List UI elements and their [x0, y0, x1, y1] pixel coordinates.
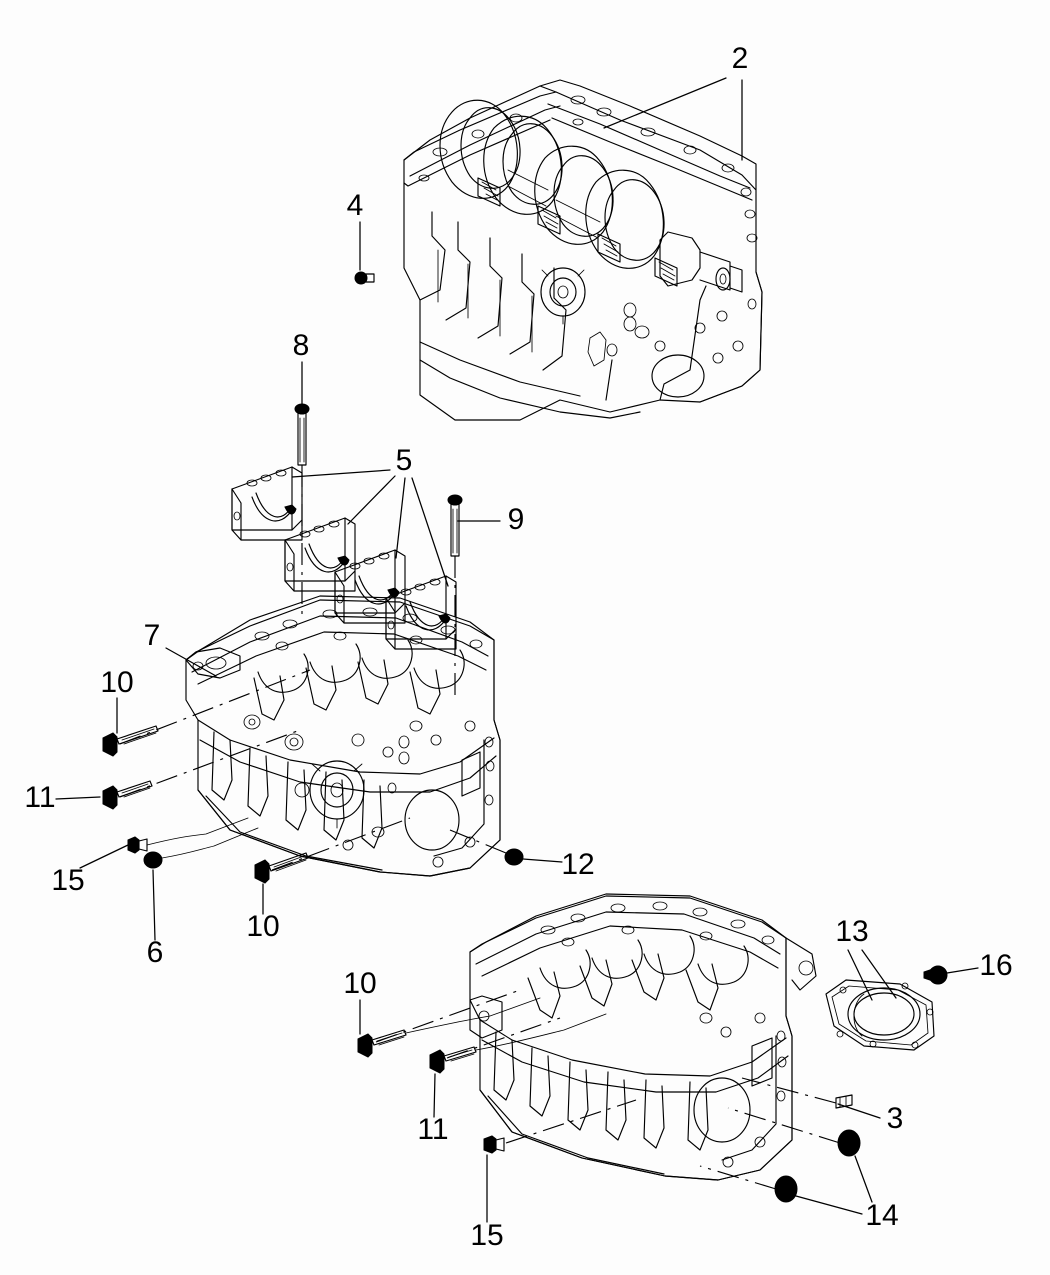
callout-7: 7	[144, 619, 161, 652]
part-12-plug	[504, 848, 524, 866]
callout-5: 5	[396, 444, 413, 477]
crankshaft	[439, 99, 743, 293]
callout-15-b: 15	[470, 1219, 503, 1252]
callout-15-a: 15	[51, 864, 84, 897]
part-3-dowel-pin	[835, 1094, 853, 1109]
part-15-core-plug-left	[127, 836, 148, 854]
callout-6: 6	[147, 936, 164, 969]
callout-10-c: 10	[343, 967, 376, 1000]
callout-labels: 2 4 8 5 9 7 10 11 15 6 10 12 10 11 15 13…	[24, 42, 1012, 1252]
assembly-axis-4	[449, 829, 507, 854]
callout-11-b: 11	[417, 1113, 448, 1146]
callout-10-b: 10	[246, 910, 279, 943]
callout-13: 13	[835, 915, 868, 948]
part-15-core-plug-bottom	[483, 1135, 505, 1154]
assembly-axis-1	[119, 669, 311, 745]
bearing-cap	[231, 466, 303, 541]
part-10-hex-flange-bolt-lower-middle	[254, 852, 309, 884]
assembly-axis-6	[446, 1017, 561, 1059]
callout-9: 9	[508, 503, 525, 536]
part-9-main-bearing-cap-bolt	[447, 494, 463, 557]
assembly-axis-10	[699, 1165, 777, 1190]
installed-bearing-caps	[477, 177, 678, 287]
callout-4: 4	[347, 189, 364, 222]
callout-2: 2	[732, 42, 749, 75]
part-8-main-bearing-cap-bolt	[294, 403, 310, 466]
assembly-axis-5	[375, 989, 521, 1043]
part-14-expansion-plug-upper	[837, 1129, 861, 1157]
callout-leaders	[55, 77, 979, 1223]
part-6-stud	[143, 851, 163, 869]
part-13-rear-seal-retainer-gasket	[825, 979, 935, 1051]
part-11-hex-flange-bolt-bottom	[429, 1046, 477, 1074]
callout-8: 8	[293, 329, 310, 362]
part-2-cylinder-block-with-crankshaft	[403, 79, 763, 421]
bearing-cap	[385, 575, 457, 650]
assembly-axis-2	[119, 729, 301, 798]
bearing-cap	[334, 549, 406, 624]
callout-12: 12	[561, 848, 594, 881]
callout-11-a: 11	[24, 781, 55, 814]
callout-3: 3	[887, 1102, 904, 1135]
assembly-axis-3	[271, 817, 411, 871]
part-10-hex-flange-bolt-upper-left	[102, 725, 159, 757]
part-10-hex-flange-bolt-bottom	[357, 1029, 407, 1058]
part-7-cylinder-block	[185, 595, 501, 877]
callout-16: 16	[979, 949, 1012, 982]
part-16-screw	[923, 965, 948, 985]
callout-10-a: 10	[100, 666, 133, 699]
part-14-expansion-plug-lower	[774, 1175, 798, 1203]
part-11-hex-flange-bolt-left	[102, 780, 153, 810]
assembly-axis-8	[741, 1077, 837, 1104]
callout-14: 14	[865, 1199, 898, 1232]
part-4-plug	[354, 271, 375, 285]
lower-cylinder-block	[469, 893, 817, 1181]
bearing-cap	[284, 517, 356, 592]
assembly-axis-7	[505, 1099, 637, 1144]
assembly-axis-9	[727, 1107, 841, 1144]
part-5-main-bearing-caps	[231, 466, 457, 650]
